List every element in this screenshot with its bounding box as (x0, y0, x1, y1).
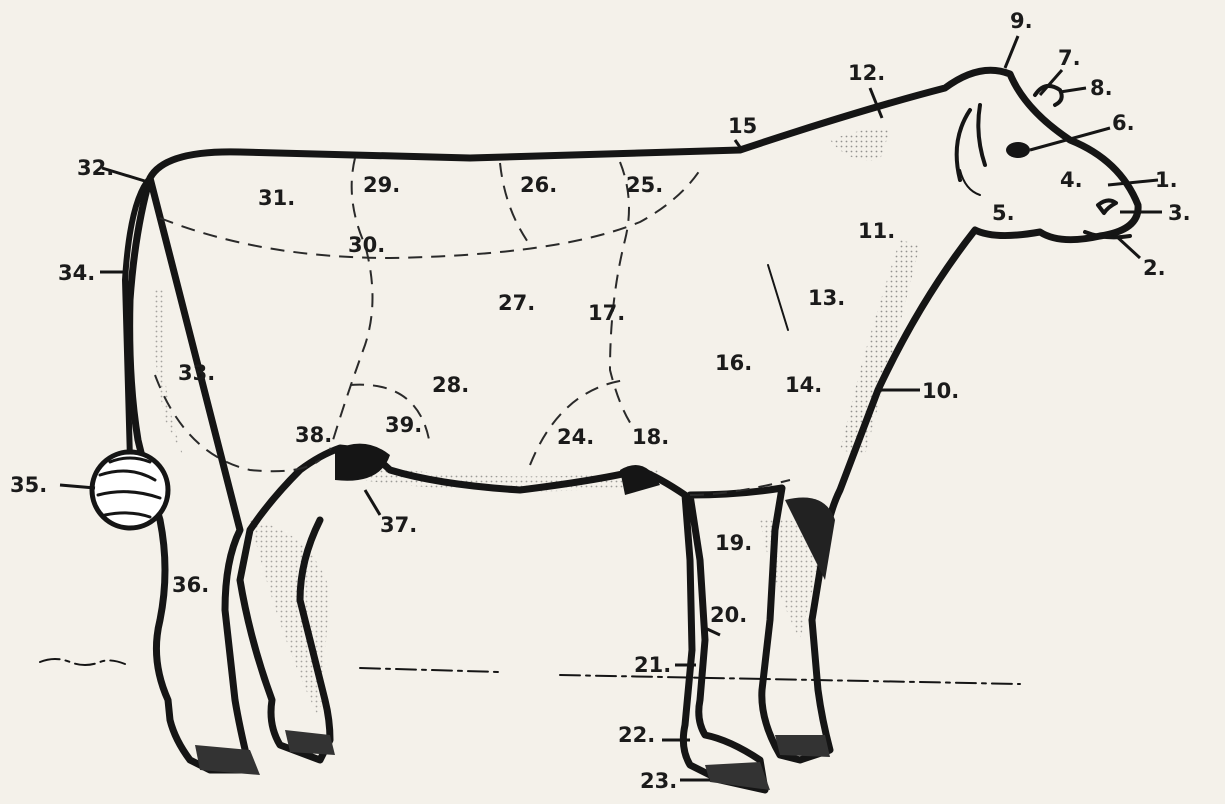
jaw (960, 170, 980, 195)
label-2: 2. (1143, 256, 1166, 280)
label-34: 34. (58, 261, 95, 285)
label-9: 9. (1010, 9, 1033, 33)
label-20: 20. (710, 603, 747, 627)
ear (957, 105, 985, 180)
label-23: 23. (640, 769, 677, 793)
label-4: 4. (1060, 168, 1083, 192)
label-15: 15 (728, 114, 757, 138)
region-boundaries (155, 158, 790, 495)
label-37: 37. (380, 513, 417, 537)
label-6: 6. (1112, 111, 1135, 135)
label-27: 27. (498, 291, 535, 315)
horn-bud (1035, 86, 1062, 105)
label-19: 19. (715, 531, 752, 555)
label-10: 10. (922, 379, 959, 403)
label-32: 32. (77, 156, 114, 180)
shading (154, 129, 920, 720)
leader-lines (60, 36, 1162, 780)
label-5: 5. (992, 201, 1015, 225)
eye (1006, 142, 1030, 158)
nostril (1098, 200, 1116, 213)
label-35: 35. (10, 473, 47, 497)
label-21: 21. (634, 653, 671, 677)
label-11: 11. (858, 219, 895, 243)
label-26: 26. (520, 173, 557, 197)
ground-line (40, 659, 1020, 684)
hoof-front-right (775, 735, 830, 757)
label-13: 13. (808, 286, 845, 310)
label-22: 22. (618, 723, 655, 747)
label-25: 25. (626, 173, 663, 197)
label-38: 38. (295, 423, 332, 447)
label-24: 24. (557, 425, 594, 449)
neck-crease (768, 265, 788, 330)
label-31: 31. (258, 186, 295, 210)
label-29: 29. (363, 173, 400, 197)
label-18: 18. (632, 425, 669, 449)
elbow-patch (620, 465, 660, 495)
label-3: 3. (1168, 201, 1191, 225)
label-36: 36. (172, 573, 209, 597)
label-30: 30. (348, 233, 385, 257)
label-12: 12. (848, 61, 885, 85)
label-16: 16. (715, 351, 752, 375)
label-39: 39. (385, 413, 422, 437)
label-28: 28. (432, 373, 469, 397)
label-7: 7. (1058, 46, 1081, 70)
label-8: 8. (1090, 76, 1113, 100)
label-17: 17. (588, 301, 625, 325)
label-14: 14. (785, 373, 822, 397)
label-33: 33. (178, 361, 215, 385)
tail-switch (92, 452, 168, 528)
label-1: 1. (1155, 168, 1178, 192)
